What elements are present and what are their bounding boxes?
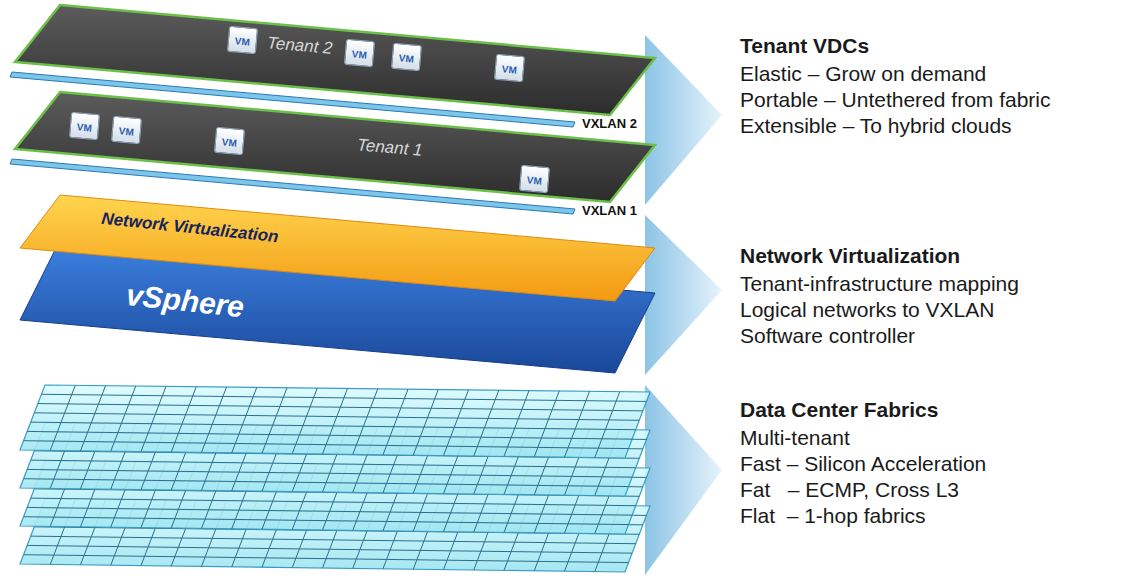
fabric-grid [24, 385, 647, 457]
section-item: Software controller [740, 324, 915, 347]
section-item: Elastic – Grow on demand [740, 62, 986, 85]
section-item: Flat – 1-hop fabrics [740, 504, 926, 527]
section-item: Multi-tenant [740, 426, 850, 449]
panel-outline [15, 92, 655, 202]
section-item: Portable – Untethered from fabric [740, 88, 1051, 111]
vm-label: VM [76, 121, 92, 133]
vm-label: VM [398, 52, 414, 64]
vm-box: VM [227, 26, 258, 54]
vm-box: VM [214, 127, 245, 155]
chevron [645, 35, 722, 205]
section-item: Tenant-infrastructure mapping [740, 272, 1019, 295]
vm-box: VM [519, 165, 550, 193]
vm-box: VM [344, 39, 375, 67]
vm-label: VM [351, 48, 367, 60]
vxlan-label: VXLAN 2 [582, 117, 637, 131]
vm-box: VM [391, 43, 422, 71]
vm-label: VM [526, 174, 542, 186]
section-item: Logical networks to VXLAN [740, 298, 994, 321]
vxlan-label: VXLAN 1 [582, 204, 637, 218]
section-item: Fast – Silicon Acceleration [740, 452, 986, 475]
chevron [645, 385, 722, 575]
fabric-layer [20, 385, 650, 458]
vm-box: VM [69, 112, 100, 140]
section-item: Fat – ECMP, Cross L3 [740, 478, 959, 501]
tenant-panel: Tenant 1VMVMVMVM [15, 92, 655, 202]
fabric-layers [20, 385, 650, 572]
vm-box: VM [494, 54, 525, 82]
vm-label: VM [234, 35, 250, 47]
vm-box: VM [111, 116, 142, 144]
section-item: Extensible – To hybrid clouds [740, 114, 1012, 137]
chevron [645, 215, 722, 375]
vm-label: VM [118, 125, 134, 137]
chevrons [645, 35, 722, 575]
section-heading: Tenant VDCs [740, 34, 869, 57]
section-heading: Data Center Fabrics [740, 398, 938, 421]
vm-label: VM [221, 136, 237, 148]
section-heading: Network Virtualization [740, 244, 960, 267]
vm-label: VM [501, 63, 517, 75]
network-virtualization-panel: Network Virtualization [20, 195, 655, 301]
